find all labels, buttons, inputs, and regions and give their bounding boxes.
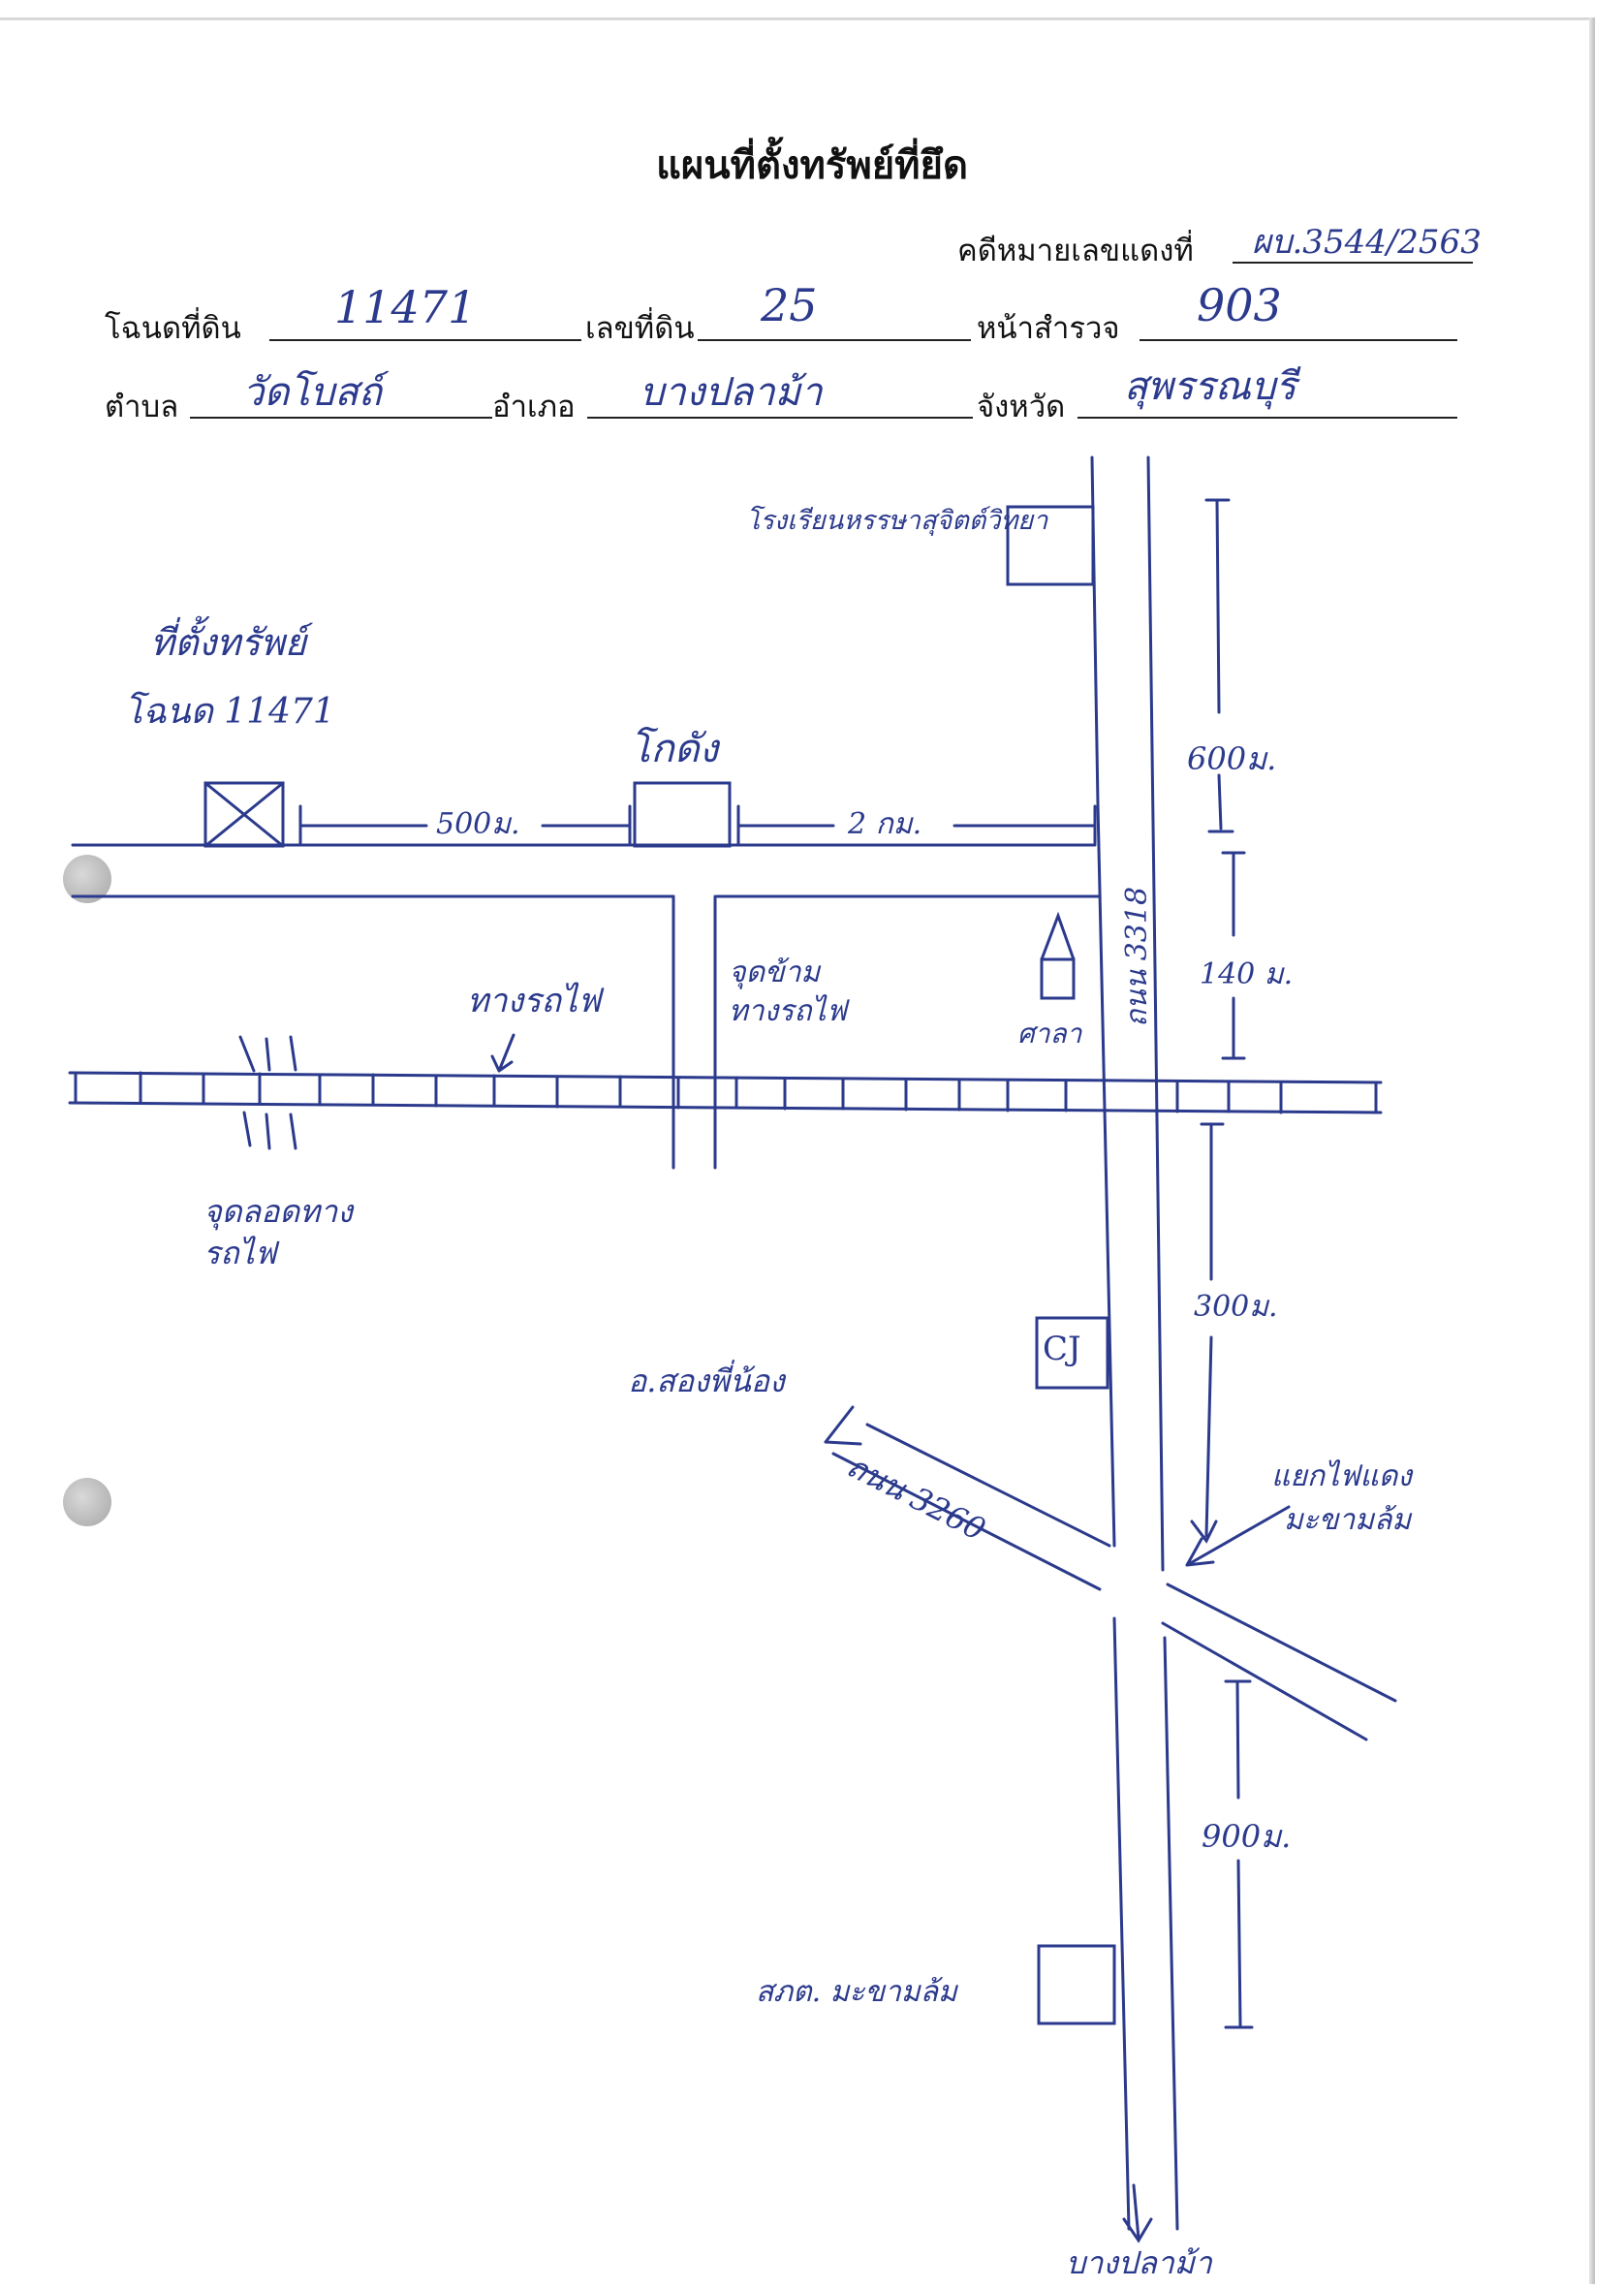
railway-pointer-arrow [490,1033,515,1073]
to-bangplama-label: บางปลาม้า [1066,2244,1212,2281]
road-3318-right-edge [1146,455,1165,1572]
pavilion-symbol [1040,911,1076,1000]
page-title: แผนที่ตั้งทรัพย์ที่ยึด [656,143,968,188]
land-number-label: เลขที่ดิน [585,311,695,346]
distance-140m-label: 140 ม. [1200,957,1294,991]
province-underline [1077,417,1457,419]
school-label: โรงเรียนหรรษาสุจิตต์วิทยา [746,506,1048,536]
road-3318-label: ถนน 3318 [1120,886,1154,1027]
deed-label: โฉนดที่ดิน [105,311,241,346]
survey-page-value: 903 [1197,279,1282,331]
distance-marker-300m [1190,1122,1225,1544]
province-label: จังหวัด [977,390,1066,424]
intersection-label-2: มะขามล้ม [1284,1503,1412,1537]
school-building [1006,505,1095,586]
distance-500m-label: 500ม. [436,807,520,841]
paper-top-edge [0,17,1589,20]
subdistrict-underline [190,417,492,419]
paper-right-edge [1589,17,1595,2284]
case-number-value: ผบ.3544/2563 [1252,223,1482,262]
underpass-label: จุดลอดทาง [203,1193,353,1230]
police-station-label: สภต. มะขามล้ม [756,1975,957,2009]
intersection-label: แยกไฟแดง [1271,1459,1412,1493]
pavilion-label: ศาลา [1017,1018,1082,1050]
road-3260-north-edge [865,1423,1111,1548]
rail-crossing-label: จุดข้าม [729,956,821,989]
cj-store-box [1035,1316,1109,1390]
subdistrict-label: ตำบล [105,390,179,424]
road-south-right-edge [1163,1636,1179,2231]
subdistrict-value: วัดโบสถ์ [242,370,382,415]
distance-marker-500m [298,804,632,845]
property-label: ที่ตั้งทรัพย์ [150,621,307,664]
underpass-mark-bottom [242,1111,297,1150]
district-value: บางปลาม้า [640,370,823,415]
deed-underline [269,339,581,341]
railway-label: ทางรถไฟ [467,982,602,1020]
warehouse-label: โกดัง [630,727,719,771]
road-3318-left-edge [1090,455,1116,1548]
distance-marker-2km [736,804,1097,845]
underpass-mark-top [238,1035,297,1073]
cj-store-label: CJ [1043,1330,1081,1368]
land-number-underline [698,339,971,341]
underpass-label-2: รถไฟ [203,1235,277,1271]
province-value: สุพรรณบุรี [1124,364,1296,409]
land-number-value: 25 [761,279,818,331]
deed-value: 11471 [334,281,477,333]
distance-marker-600m [1204,498,1234,833]
distance-marker-140m [1221,851,1246,1060]
district-underline [587,417,973,419]
rail-crossing-label-2: ทางรถไฟ [729,994,847,1028]
police-station-box [1037,1944,1116,2025]
distance-900m-label: 900ม. [1202,1818,1292,1855]
road-se-north-edge [1166,1583,1397,1703]
intersection-pointer-arrow [1185,1505,1291,1567]
arrow-to-songphinong [824,1405,862,1446]
property-parcel [203,781,285,848]
distance-600m-label: 600ม. [1187,740,1277,777]
distance-2km-label: 2 กม. [848,807,922,841]
railway-ties [74,1071,1378,1114]
railway-top-rail [68,1071,1383,1084]
property-deed-label: โฉนด 11471 [124,692,335,732]
case-number-underline [1233,262,1473,264]
south-direction-arrow [1122,2183,1153,2243]
punch-hole-bottom [63,1478,111,1526]
distance-300m-label: 300ม. [1194,1290,1278,1324]
distance-marker-900m [1224,1679,1254,2029]
railway-bottom-rail [68,1101,1383,1114]
road-3260-south-edge [831,1452,1102,1591]
road-south-left-edge [1112,1616,1131,2231]
district-label: อำเภอ [492,390,576,424]
to-songphinong-label: อ.สองพี่น้อง [628,1363,785,1399]
case-number-label: คดีหมายเลขแดงที่ [957,234,1194,268]
warehouse-building [633,781,732,848]
road-se-south-edge [1161,1621,1368,1741]
survey-page-underline [1140,339,1457,341]
survey-page-label: หน้าสำรวจ [977,311,1120,346]
